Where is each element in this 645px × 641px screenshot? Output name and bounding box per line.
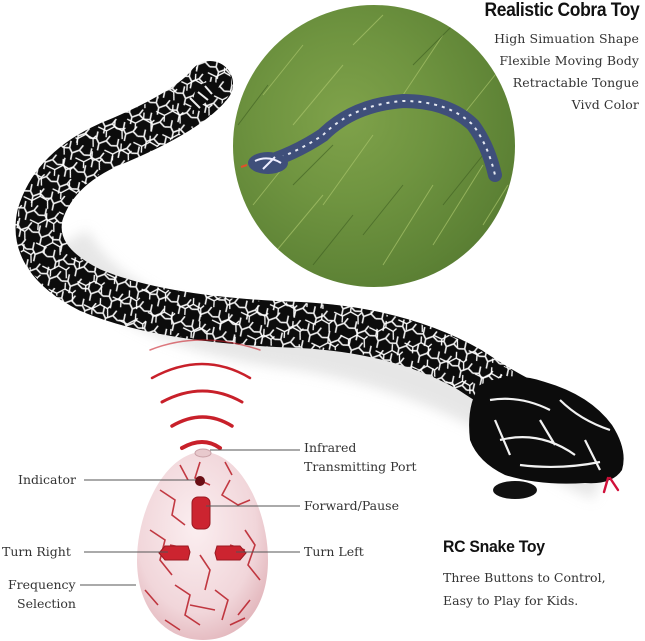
infrared-port xyxy=(194,448,212,458)
feature-item: Retractable Tongue xyxy=(512,75,639,90)
label-indicator: Indicator xyxy=(18,472,76,487)
feature-item: Flexible Moving Body xyxy=(499,53,639,68)
label-forward-pause: Forward/Pause xyxy=(304,498,399,513)
product-title: Realistic Cobra Toy xyxy=(484,0,639,21)
turn-left-button xyxy=(214,545,247,561)
description-line: Easy to Play for Kids. xyxy=(443,593,579,608)
label-turn-left: Turn Left xyxy=(304,544,364,559)
rc-description: Three Buttons to Control, Easy to Play f… xyxy=(443,566,606,612)
description-line: Three Buttons to Control, xyxy=(443,570,606,585)
remote-body xyxy=(137,452,268,640)
rc-title: RC Snake Toy xyxy=(443,537,545,556)
label-turn-right: Turn Right xyxy=(2,544,71,559)
indicator-light xyxy=(195,476,205,486)
label-infrared-line2: Transmitting Port xyxy=(304,459,417,474)
feature-list: High Simuation Shape Flexible Moving Bod… xyxy=(494,28,639,116)
feature-item: High Simuation Shape xyxy=(494,31,639,46)
infrared-signal-icon xyxy=(149,339,261,450)
snake-tongue xyxy=(602,476,620,494)
outdoor-photo-inset xyxy=(233,5,515,287)
feature-item: Vivd Color xyxy=(571,97,639,112)
label-frequency-line2: Selection xyxy=(17,596,76,611)
turn-right-button xyxy=(158,545,191,561)
label-infrared-line1: Infrared xyxy=(304,440,357,455)
forward-pause-button xyxy=(191,496,211,530)
label-frequency-line1: Frequency xyxy=(8,577,76,592)
